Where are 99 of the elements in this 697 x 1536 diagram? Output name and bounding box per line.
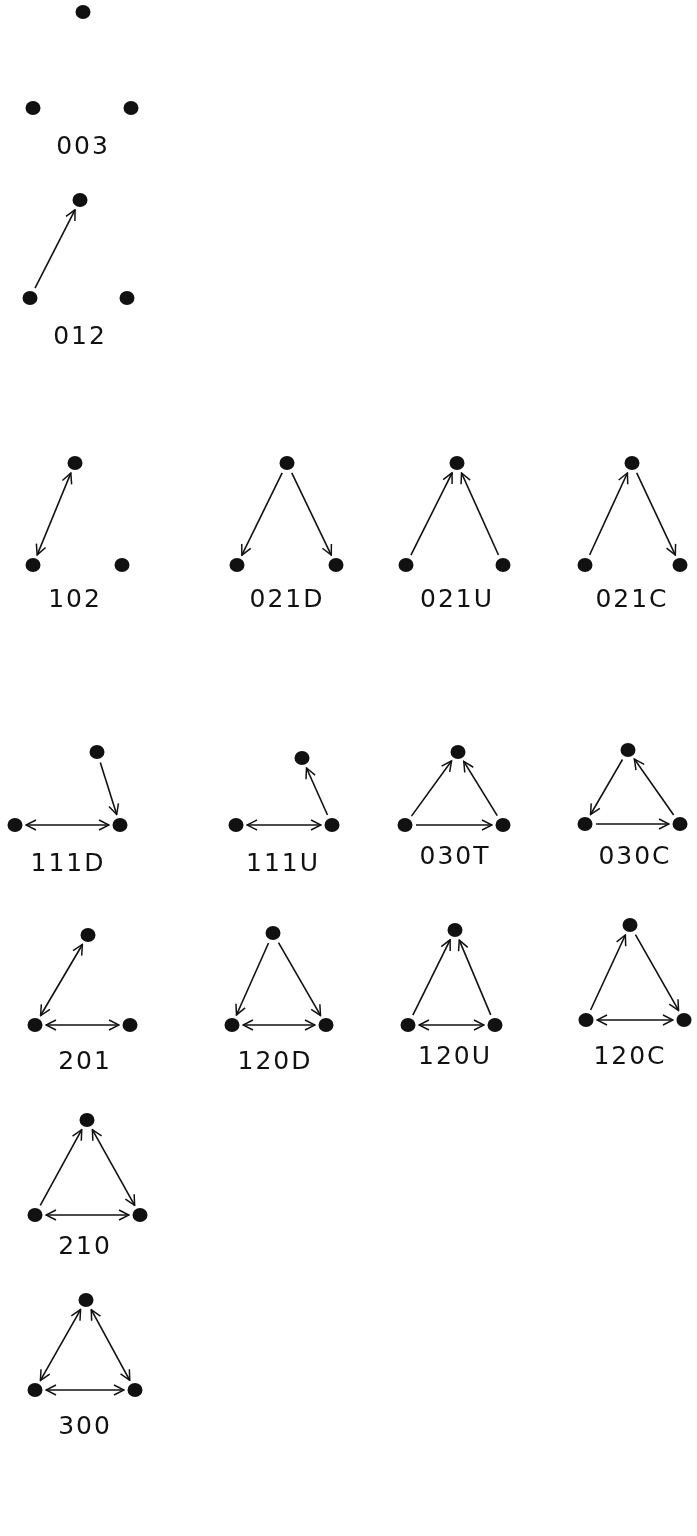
arrow xyxy=(589,758,624,816)
dot xyxy=(495,818,511,832)
dot xyxy=(487,1018,503,1032)
arrow xyxy=(242,1019,316,1031)
dot xyxy=(328,558,344,572)
triad-code: 021D xyxy=(249,583,325,613)
arrow xyxy=(462,760,499,817)
dot xyxy=(228,818,244,832)
dot xyxy=(75,5,91,19)
dot xyxy=(672,817,688,831)
arrow xyxy=(91,1128,136,1207)
arrow xyxy=(410,472,453,556)
dot xyxy=(112,818,128,832)
triad-code: 300 xyxy=(58,1410,112,1440)
dot xyxy=(265,926,281,940)
dot xyxy=(577,558,593,572)
dot xyxy=(78,1293,94,1307)
dot xyxy=(27,1383,43,1397)
arrow xyxy=(418,1019,485,1031)
arrow xyxy=(25,819,110,831)
triad-code: 003 xyxy=(56,130,110,160)
triad-code: 030T xyxy=(419,840,491,870)
triad-code: 102 xyxy=(48,583,102,613)
dot xyxy=(397,818,413,832)
dot xyxy=(89,745,105,759)
dot xyxy=(400,1018,416,1032)
triad-code: 021C xyxy=(595,583,669,613)
arrow xyxy=(277,941,322,1017)
arrow xyxy=(45,1384,125,1396)
dot xyxy=(123,101,139,115)
dot xyxy=(672,558,688,572)
dot xyxy=(127,1383,143,1397)
dot xyxy=(495,558,511,572)
dot xyxy=(72,193,88,207)
triad-code: 111U xyxy=(246,847,320,877)
arrow xyxy=(596,1014,674,1026)
triad-code: 111D xyxy=(30,847,106,877)
dot xyxy=(114,558,130,572)
arrow xyxy=(241,472,283,556)
dot xyxy=(80,928,96,942)
dot xyxy=(25,558,41,572)
arrow xyxy=(410,760,453,817)
dot xyxy=(122,1018,138,1032)
dot xyxy=(7,818,23,832)
arrow xyxy=(415,819,493,831)
arrow xyxy=(39,1128,83,1207)
arrow xyxy=(635,472,677,556)
triad-code: 021U xyxy=(420,583,494,613)
dot xyxy=(27,1208,43,1222)
arrow xyxy=(246,819,322,831)
dot xyxy=(318,1018,334,1032)
arrow xyxy=(290,472,333,556)
dot xyxy=(279,456,295,470)
arrow xyxy=(90,1308,131,1382)
arrow xyxy=(588,472,629,556)
triad-code: 030C xyxy=(598,840,672,870)
arrow xyxy=(45,1209,130,1221)
dot xyxy=(294,751,310,765)
arrow xyxy=(45,1019,120,1031)
dot xyxy=(25,101,41,115)
dot xyxy=(624,456,640,470)
arrow xyxy=(39,1308,82,1382)
triad-code: 120C xyxy=(593,1040,667,1070)
dot xyxy=(67,456,83,470)
arrow xyxy=(235,942,270,1016)
dot xyxy=(132,1208,148,1222)
dot xyxy=(398,558,414,572)
dot xyxy=(119,291,135,305)
triad-code: 120D xyxy=(237,1045,313,1075)
arrow xyxy=(412,939,451,1016)
arrow xyxy=(457,939,492,1016)
arrow xyxy=(460,472,500,556)
arrow xyxy=(305,767,329,816)
arrow xyxy=(634,933,680,1012)
triad-code: 210 xyxy=(58,1230,112,1260)
arrow xyxy=(39,943,84,1017)
dot xyxy=(622,918,638,932)
dot xyxy=(450,745,466,759)
dot xyxy=(620,743,636,757)
dot xyxy=(676,1013,692,1027)
dot xyxy=(229,558,245,572)
triad-code: 201 xyxy=(58,1045,112,1075)
arrow xyxy=(633,758,675,816)
dot xyxy=(224,1018,240,1032)
arrow xyxy=(34,209,76,289)
dot xyxy=(578,1013,594,1027)
dot xyxy=(324,818,340,832)
arrow xyxy=(99,761,120,816)
dot xyxy=(22,291,38,305)
triad-code: 120U xyxy=(418,1040,492,1070)
arrow xyxy=(589,934,627,1011)
dot xyxy=(577,817,593,831)
dot xyxy=(27,1018,43,1032)
dot xyxy=(447,923,463,937)
triad-code: 012 xyxy=(53,320,107,350)
arrow xyxy=(595,818,670,830)
dot xyxy=(449,456,465,470)
dot xyxy=(79,1113,95,1127)
arrow xyxy=(35,472,73,556)
